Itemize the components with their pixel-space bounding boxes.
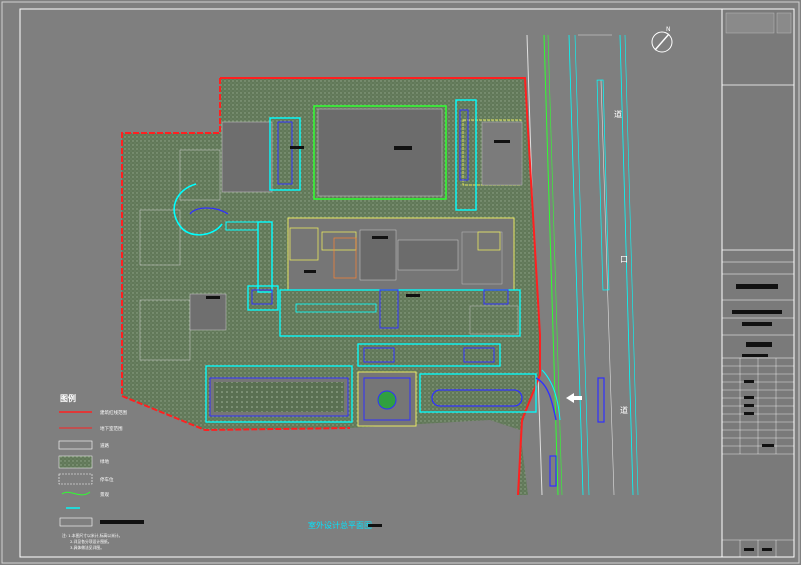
west-landscape: [139, 117, 304, 361]
legend-item-2: 道路: [100, 442, 109, 449]
legend-item-5: 景观: [100, 492, 109, 498]
legend-item-4: 停车位: [100, 476, 114, 483]
property-red-line: [220, 77, 541, 496]
drawing-title: 室外设计总平面图: [308, 520, 372, 530]
legend-note-2: 3.具体做法见详图。: [70, 545, 104, 550]
legend-swatch-5: [61, 491, 91, 496]
title-block: [721, 8, 795, 558]
legend-swatch-3: [58, 455, 93, 469]
legend-item-0: 建筑红线范围: [100, 409, 127, 416]
legend-item-1: 地下室范围: [100, 425, 123, 432]
central-building: [279, 217, 521, 337]
legend-note-0: 注: 1.本图尺寸以米计,标高以米计。: [62, 533, 122, 538]
legend-heading: 图例: [60, 393, 76, 403]
legend-swatch-4: [58, 473, 93, 485]
legend-swatch-7: [59, 517, 93, 527]
legend-swatch-2: [58, 440, 93, 450]
property-red-line-west: [121, 78, 351, 432]
road-label-east-2: 道: [620, 405, 628, 415]
legend-note-1: 2.详见各分项设计图纸。: [70, 539, 112, 544]
north-label: N: [666, 26, 671, 33]
south-garden: [205, 343, 605, 487]
road-label-mid: 口: [620, 255, 628, 264]
building-northeast: [455, 99, 523, 211]
sports-field: [313, 105, 447, 200]
legend-item-3: 绿地: [100, 458, 109, 465]
legend-item-7-bar: [100, 520, 144, 524]
legend: 图例 建筑红线范围 地下室范围 道路 绿地 停车位 景观 注: 1.本图尺寸以米…: [58, 393, 144, 550]
road-label-east-1: 道: [614, 109, 622, 119]
drawing-scale-bar: [368, 524, 382, 527]
north-arrow-icon: N: [651, 26, 673, 53]
